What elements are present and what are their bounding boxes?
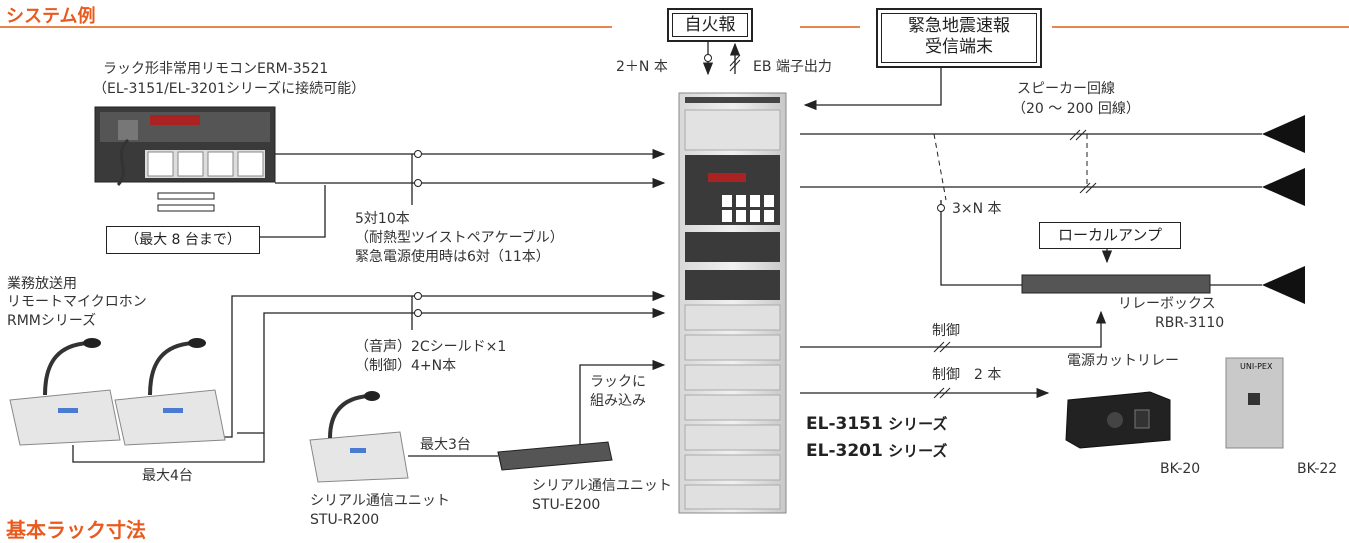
erm-label-1: ラック形非常用リモコンERM-3521 bbox=[103, 61, 329, 77]
rack-drawing bbox=[678, 92, 787, 514]
relay-box-drawing bbox=[1021, 274, 1211, 294]
stu-e200-drawing bbox=[497, 441, 613, 471]
series-suffix: シリーズ bbox=[888, 415, 948, 433]
wiring-diagram bbox=[9, 42, 1305, 514]
wire-marker bbox=[704, 54, 712, 62]
bk22-drawing bbox=[1225, 357, 1284, 449]
erm-label-2: （EL-3151/EL-3201シリーズに接続可能） bbox=[93, 81, 366, 97]
title-rule-mid bbox=[800, 26, 860, 28]
erm-device-drawing bbox=[94, 106, 276, 212]
three-n-label: 3×N 本 bbox=[952, 201, 1002, 217]
stu-r-label-1: シリアル通信ユニット bbox=[310, 493, 450, 509]
max8-box: （最大 8 台まで） bbox=[106, 226, 260, 254]
eb-output-label: EB 端子出力 bbox=[753, 59, 832, 75]
series-label-el3201: EL-3201 シリーズ bbox=[806, 440, 947, 461]
earthquake-terminal-box: 緊急地震速報 受信端末 bbox=[876, 8, 1042, 68]
series-model: EL-3151 bbox=[806, 414, 883, 434]
audio-label: （音声）2Cシールド×1 bbox=[355, 339, 507, 355]
stu-r200-drawing bbox=[309, 391, 409, 483]
stu-e-label-2: STU-E200 bbox=[532, 497, 601, 513]
series-suffix: シリーズ bbox=[888, 442, 948, 460]
slash-marks bbox=[729, 54, 741, 72]
speaker-line-label-1: スピーカー回線 bbox=[1017, 81, 1115, 97]
rmm-label-2: リモートマイクロホン bbox=[7, 294, 147, 310]
stu-r-label-2: STU-R200 bbox=[310, 512, 380, 528]
speaker-line-label-2: （20 ～ 200 回線） bbox=[1012, 101, 1140, 117]
n-wires-label: 2＋N 本 bbox=[616, 59, 668, 75]
rmm-mic-drawings bbox=[9, 338, 226, 446]
local-amp-box: ローカルアンプ bbox=[1039, 222, 1181, 249]
cable-label-2: （耐熱型ツイストペアケーブル） bbox=[355, 230, 564, 246]
fire-alarm-box: 自火報 bbox=[667, 8, 753, 42]
series-model: EL-3201 bbox=[806, 441, 883, 461]
rack-in-label-1: ラックに bbox=[590, 374, 646, 390]
title-rule-left bbox=[0, 26, 612, 28]
rmm-label-3: RMMシリーズ bbox=[7, 313, 97, 329]
relay-box-label-2: RBR-3110 bbox=[1155, 315, 1225, 331]
max4-label: 最大4台 bbox=[142, 468, 193, 484]
title-rule-right bbox=[1052, 26, 1349, 28]
cable-label-3: 緊急電源使用時は6対（11本） bbox=[355, 249, 550, 265]
cable-label-1: 5対10本 bbox=[355, 211, 410, 227]
speaker-drawings bbox=[1262, 115, 1305, 304]
bk22-label: BK-22 bbox=[1297, 461, 1338, 477]
rack-in-label-2: 組み込み bbox=[590, 393, 646, 409]
control-2-label: 制御 2 本 bbox=[932, 367, 1002, 383]
section-title: システム例 bbox=[6, 6, 96, 27]
unipex-logo-text: UNI-PEX bbox=[1240, 362, 1273, 371]
power-cut-label: 電源カットリレー bbox=[1067, 353, 1179, 369]
control-label: 制御 bbox=[932, 323, 960, 339]
stu-e-label-1: シリアル通信ユニット bbox=[532, 478, 672, 494]
rmm-label-1: 業務放送用 bbox=[7, 276, 77, 292]
series-label-el3151: EL-3151 シリーズ bbox=[806, 413, 947, 434]
max3-label: 最大3台 bbox=[420, 437, 471, 453]
control-wires-label: （制御）4+N本 bbox=[355, 358, 457, 374]
bk20-label: BK-20 bbox=[1160, 461, 1201, 477]
bk20-drawing bbox=[1065, 391, 1171, 449]
relay-box-label-1: リレーボックス bbox=[1118, 296, 1216, 312]
